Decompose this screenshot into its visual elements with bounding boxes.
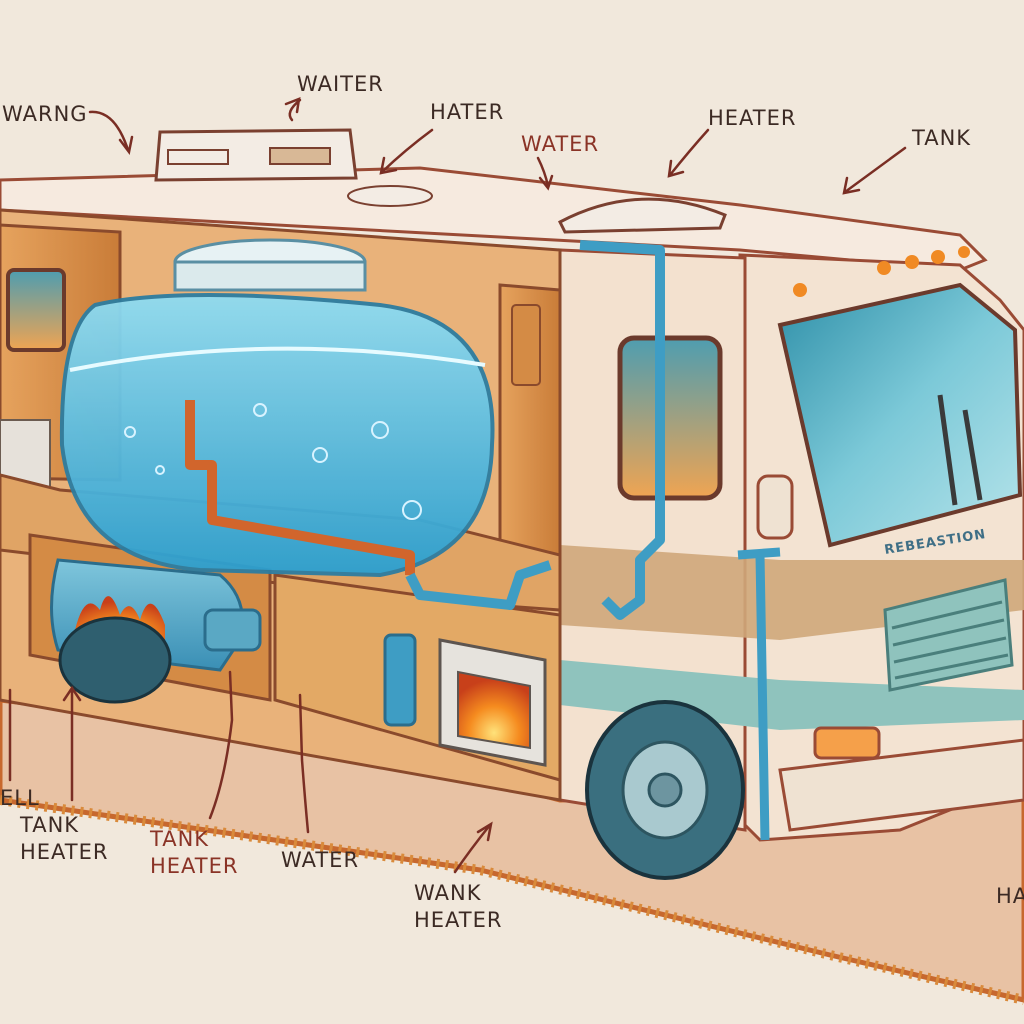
label-waiter: WAITER xyxy=(297,72,384,96)
front-wheel xyxy=(585,700,745,880)
label-warng: WARNG xyxy=(2,102,88,126)
rear-wheel xyxy=(58,616,172,704)
copper-pipe xyxy=(185,400,415,575)
annotation-arrows xyxy=(8,97,907,874)
label-wank-heater-text: WANK HEATER xyxy=(414,881,503,932)
label-tank-heater-2: TANK HEATER xyxy=(150,826,238,880)
label-tank-heater-1: TANK HEATER xyxy=(20,812,108,866)
roof-vent xyxy=(347,185,727,234)
label-tank-heater-2-text: TANK HEATER xyxy=(150,827,239,878)
label-hater: HATER xyxy=(430,100,505,124)
label-water-top: WATER xyxy=(521,132,600,156)
label-ha: HA xyxy=(996,884,1024,908)
label-ell: ELL xyxy=(0,786,40,810)
label-water-bottom: WATER xyxy=(281,848,360,872)
label-tank-top: TANK xyxy=(912,126,972,150)
blue-water-line xyxy=(405,240,781,841)
fresh-water-tank xyxy=(59,238,495,578)
label-heater-top: HEATER xyxy=(708,106,797,130)
roof-ac-unit xyxy=(154,128,358,182)
water-heater-unit xyxy=(383,633,547,767)
label-tank-heater-1-text: TANK HEATER xyxy=(20,813,109,864)
label-wank-heater: WANK HEATER xyxy=(414,880,502,934)
